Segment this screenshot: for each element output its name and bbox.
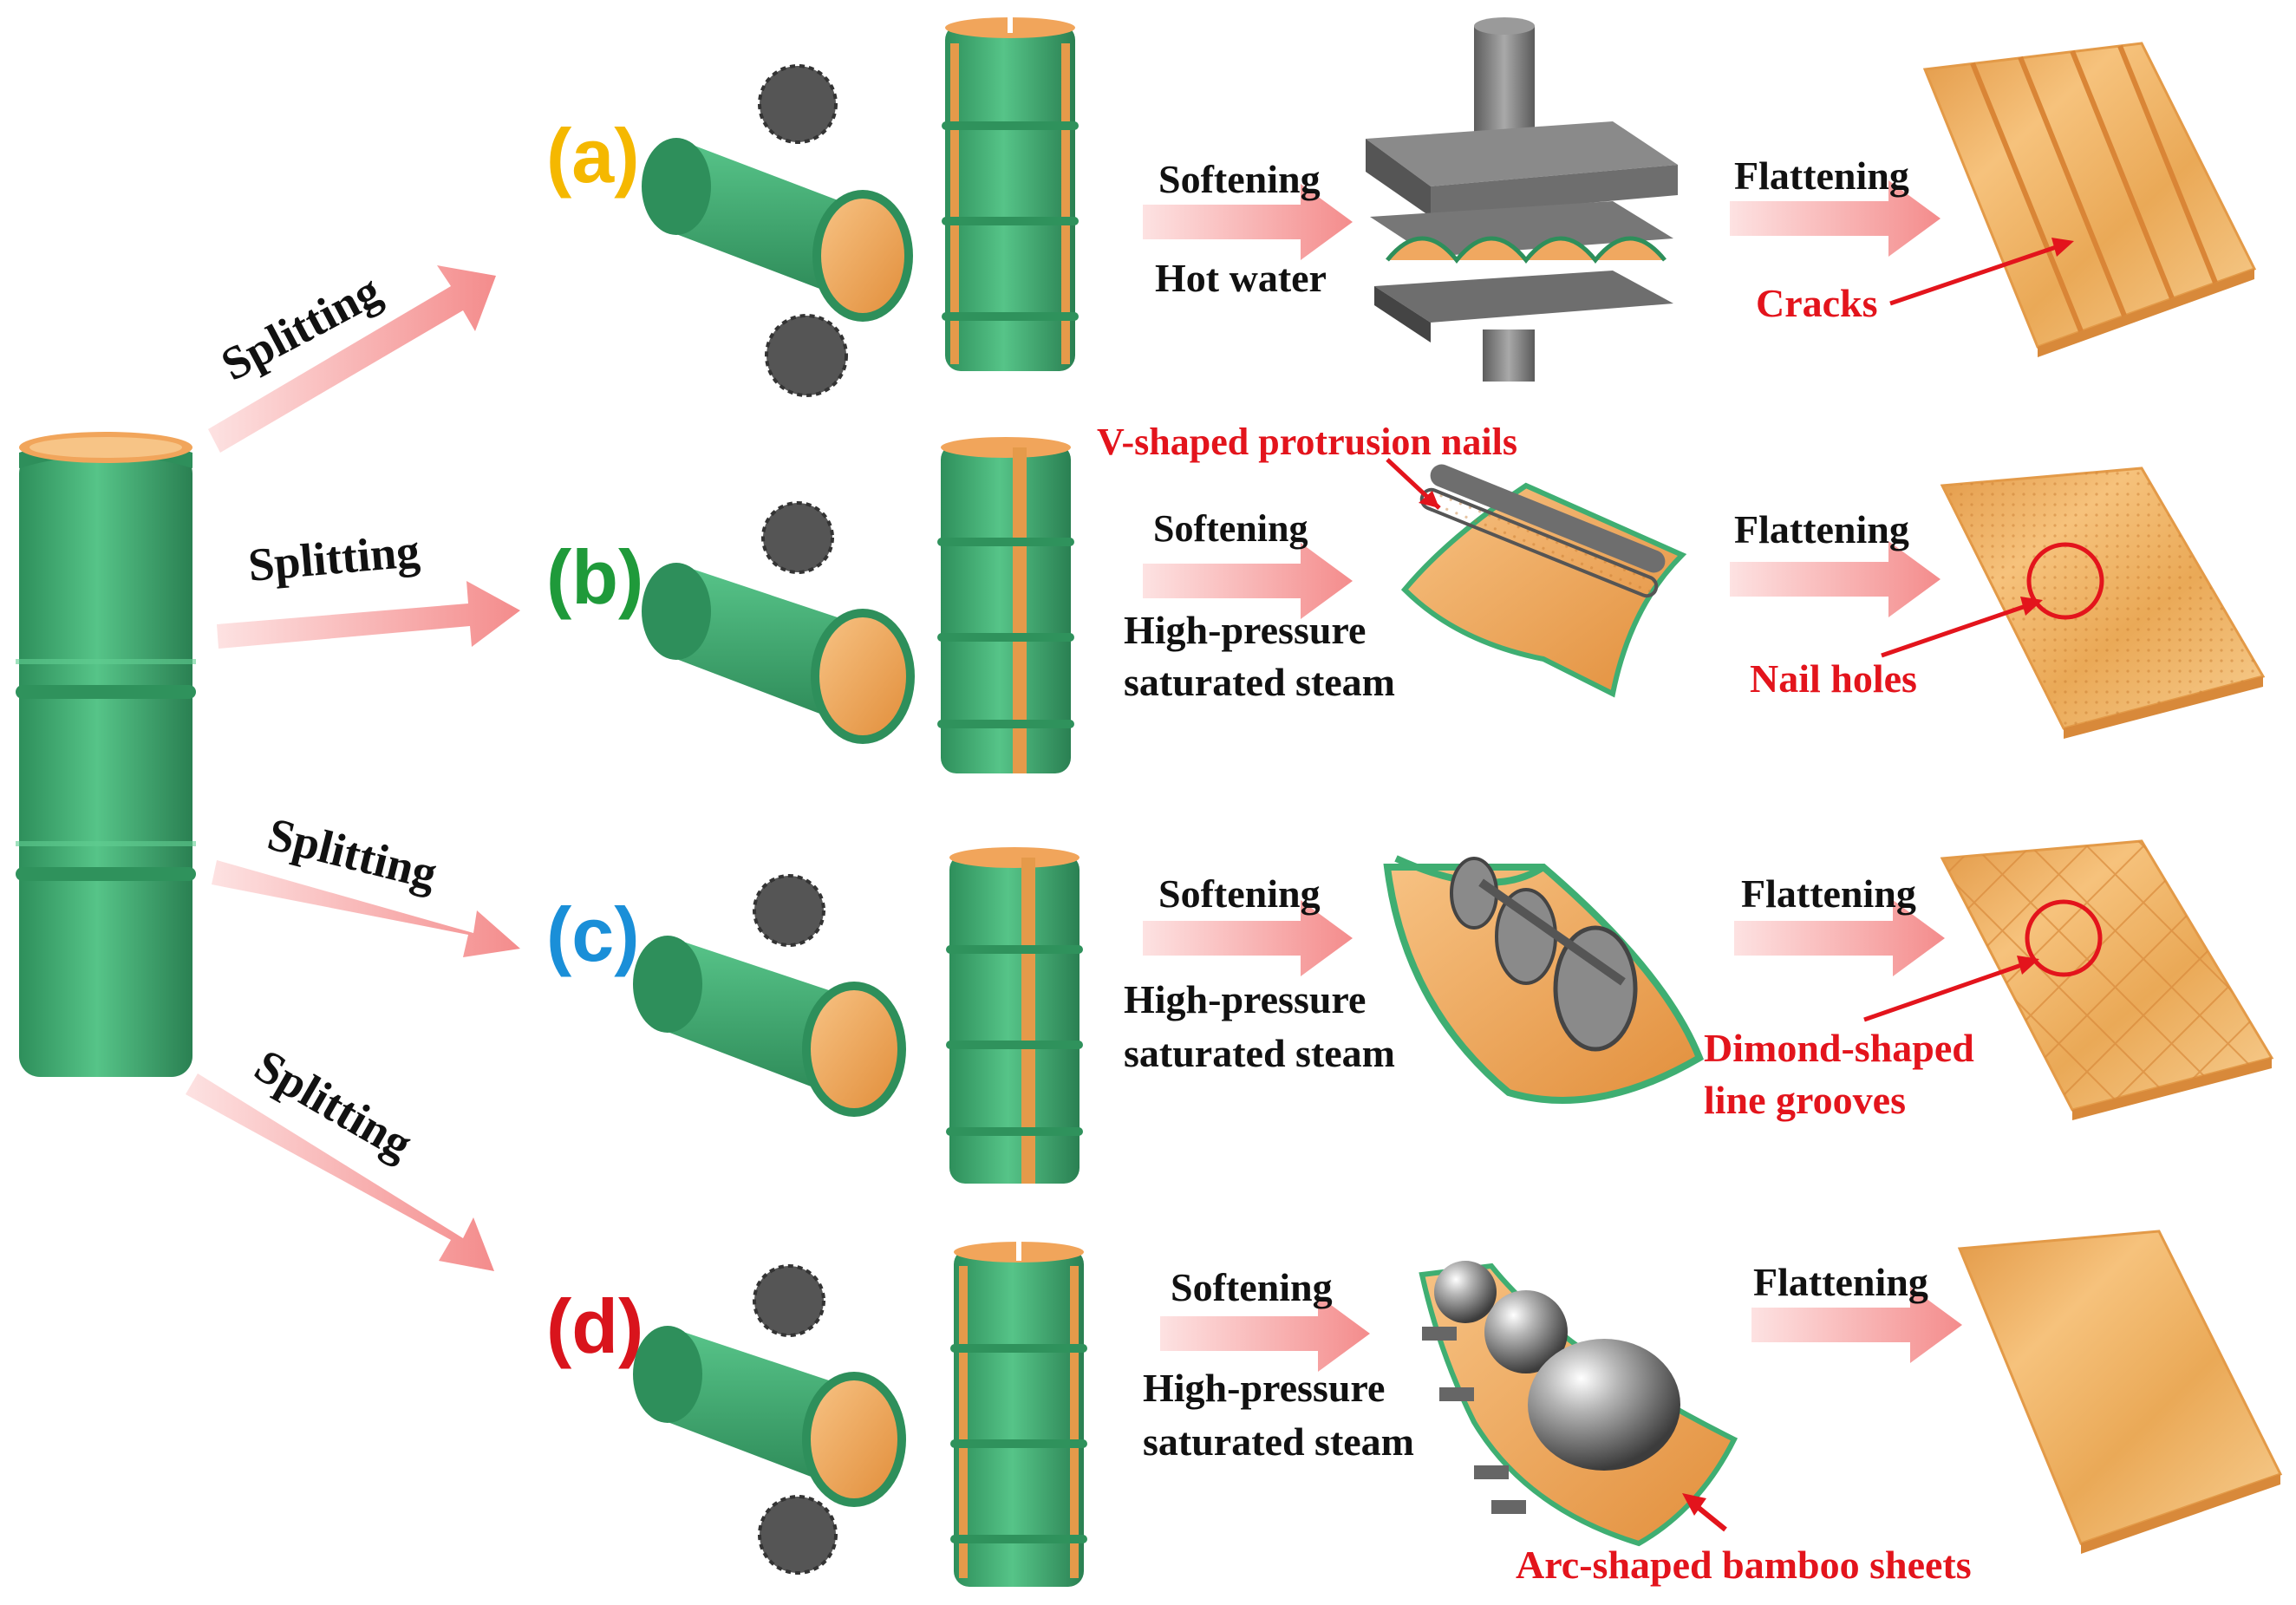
flattening-arrow-d xyxy=(1751,1287,1962,1363)
diamond-grooves-circle xyxy=(2025,899,2103,977)
softening-arrow-a xyxy=(1143,184,1353,260)
defect-pointer-b xyxy=(1881,597,2043,658)
row-letter-d: (d) xyxy=(546,1283,643,1369)
hot-press-device xyxy=(1366,17,1678,382)
splitting-arrow-b: Splitting xyxy=(217,525,520,649)
board-d xyxy=(1957,1230,2283,1554)
defect-pointer-a xyxy=(1889,238,2074,306)
saw-tube-d xyxy=(633,1264,906,1575)
medium-label-a: Hot water xyxy=(1155,256,1327,300)
row-letter-c: (c) xyxy=(546,891,640,977)
flattening-arrow-b xyxy=(1730,541,1941,617)
flattening-label-a: Flattening xyxy=(1734,153,1909,198)
softening-label-d: Softening xyxy=(1171,1265,1333,1309)
split-tube-d xyxy=(950,1242,1087,1587)
flattening-arrow-c xyxy=(1734,900,1945,976)
board-b xyxy=(1940,466,2266,739)
softening-arrow-b xyxy=(1143,543,1353,619)
defect-label-a: Cracks xyxy=(1756,281,1878,325)
row-letter-b: (b) xyxy=(546,534,643,620)
flattening-label-c: Flattening xyxy=(1741,871,1916,916)
splitting-label-b: Splitting xyxy=(246,525,422,591)
softening-label-c: Softening xyxy=(1158,871,1321,916)
split-tube-b xyxy=(937,437,1074,773)
splitting-arrow-a: Splitting xyxy=(208,264,496,453)
softening-label-b: Softening xyxy=(1153,507,1308,550)
split-tube-c xyxy=(946,847,1083,1184)
flattening-label-b: Flattening xyxy=(1734,507,1909,551)
tool-label-b: V-shaped protrusion nails xyxy=(1097,421,1517,463)
splitting-label-d: Splitting xyxy=(246,1039,421,1170)
defect-pointer-c xyxy=(1863,956,2039,1022)
splitting-arrow-d: Splitting xyxy=(186,1039,494,1271)
defect-label-c-1: Dimond-shaped xyxy=(1704,1026,1974,1070)
medium-label-c-1: High-pressure xyxy=(1124,977,1366,1021)
bamboo-culm xyxy=(16,432,196,1077)
softening-label-a: Softening xyxy=(1158,157,1321,201)
split-tube-a xyxy=(942,16,1079,371)
nail-roller-device xyxy=(1400,464,1687,698)
defect-pointer-d xyxy=(1682,1493,1727,1532)
board-c xyxy=(1940,839,2274,1120)
medium-label-b-2: saturated steam xyxy=(1124,660,1395,704)
defect-label-c-2: line grooves xyxy=(1704,1078,1906,1122)
groove-roller-device xyxy=(1383,855,1704,1104)
softening-arrow-d xyxy=(1160,1295,1370,1372)
medium-label-d-2: saturated steam xyxy=(1143,1419,1414,1464)
medium-label-c-2: saturated steam xyxy=(1124,1031,1395,1075)
defect-label-b: Nail holes xyxy=(1750,656,1917,701)
medium-label-b-1: High-pressure xyxy=(1124,608,1366,652)
splitting-arrow-c: Splitting xyxy=(212,807,520,957)
nail-holes-circle xyxy=(2026,542,2104,620)
splitting-label-a: Splitting xyxy=(212,264,388,391)
steel-ball-device xyxy=(1419,1261,1738,1547)
tool-pointer-b xyxy=(1386,458,1441,510)
flattening-arrow-a xyxy=(1730,180,1941,257)
saw-tube-a xyxy=(642,64,913,397)
softening-arrow-c xyxy=(1143,900,1353,976)
medium-label-d-1: High-pressure xyxy=(1143,1366,1385,1410)
saw-tube-b xyxy=(642,501,915,744)
flattening-label-d: Flattening xyxy=(1753,1260,1928,1304)
defect-label-d: Arc-shaped bamboo sheets xyxy=(1516,1543,1972,1587)
saw-tube-c xyxy=(633,874,906,1117)
row-letter-a: (a) xyxy=(546,113,640,199)
board-a xyxy=(1922,42,2257,357)
